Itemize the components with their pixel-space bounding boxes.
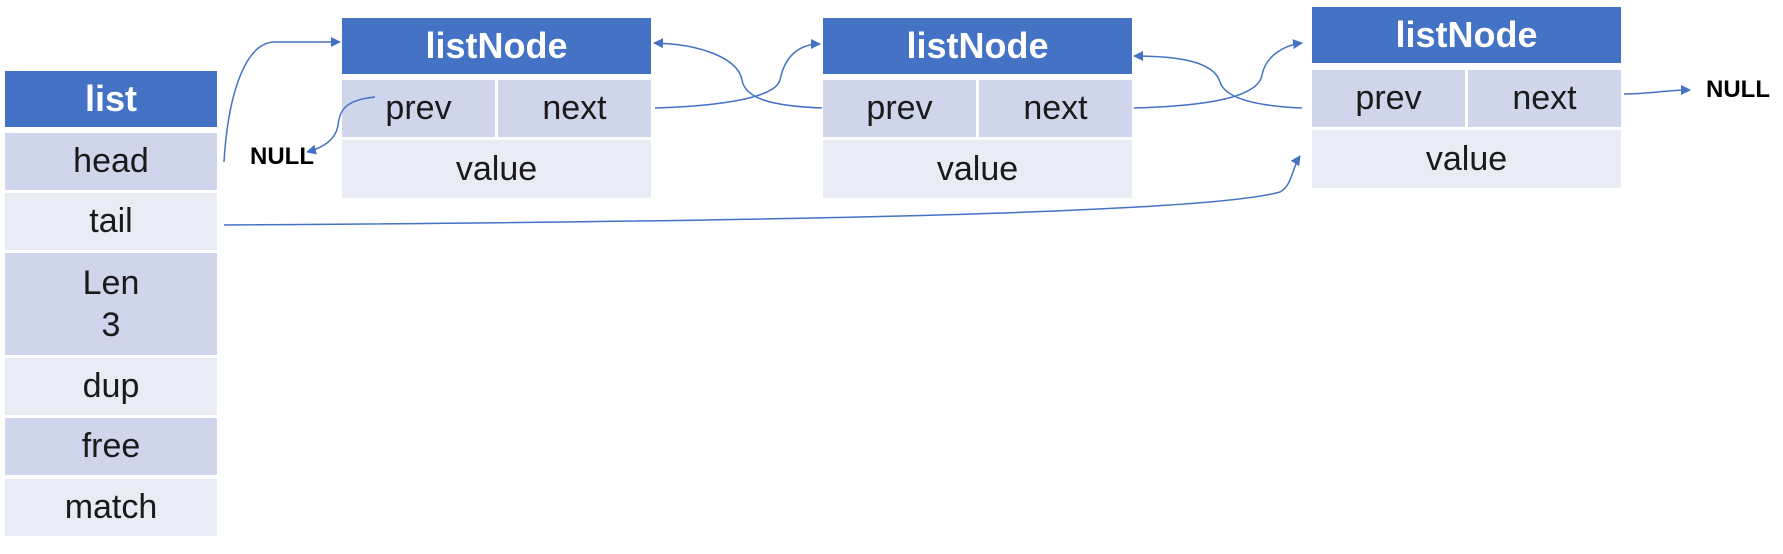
list-title: list	[5, 71, 217, 127]
node-2-next-arrow	[1133, 39, 1303, 109]
tail-pointer-arrow	[223, 155, 1301, 226]
node-2-prev-arrow	[653, 38, 823, 109]
list-field-dup: dup	[5, 358, 217, 415]
node-1-title: listNode	[342, 18, 651, 74]
list-len-label: Len	[82, 263, 140, 302]
head-null-label: NULL	[250, 143, 314, 170]
node-2-value: value	[823, 140, 1132, 198]
node-1-next: next	[498, 80, 651, 137]
list-field-head: head	[5, 133, 217, 190]
node-3-prev-arrow	[1133, 51, 1303, 109]
list-field-match: match	[5, 479, 217, 536]
head-pointer-arrow	[223, 37, 341, 163]
node-3-title: listNode	[1312, 7, 1621, 63]
list-len-value: 3	[101, 306, 121, 344]
node-2-title: listNode	[823, 18, 1132, 74]
node-1-prev-null-arrow	[306, 96, 376, 155]
list-field-free: free	[5, 418, 217, 475]
list-field-len: Len 3	[5, 253, 217, 355]
tail-null-label: NULL	[1706, 76, 1770, 103]
node-2-prev: prev	[823, 80, 976, 137]
node-3-value: value	[1312, 130, 1621, 188]
node-2-next: next	[979, 80, 1132, 137]
list-field-tail: tail	[5, 193, 217, 250]
node-3-prev: prev	[1312, 70, 1465, 127]
node-3-next-null-arrow	[1623, 85, 1691, 96]
node-3-next: next	[1468, 70, 1621, 127]
node-1-next-arrow	[654, 39, 821, 109]
node-1-prev: prev	[342, 80, 495, 137]
node-1-value: value	[342, 140, 651, 198]
